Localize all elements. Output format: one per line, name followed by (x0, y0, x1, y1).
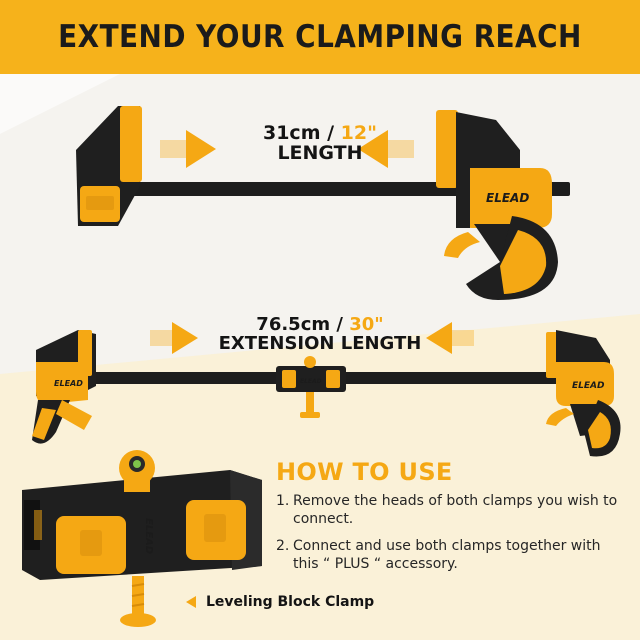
how-to-use-steps: 1. Remove the heads of both clamps you w… (276, 493, 626, 583)
clamp-12-right-jaw: ELEAD (436, 110, 558, 300)
clamp-30-metric: 76.5cm / (256, 314, 350, 335)
clamp-12in-illustration: ELEAD (76, 106, 570, 300)
arrow-right-icon (160, 130, 216, 168)
clamp-30-measure-label: 76.5cm / 30" EXTENSION LENGTH (200, 314, 440, 354)
clamp-30-brand-mid: ELEAD (300, 378, 322, 385)
clamp-12-brand: ELEAD (486, 191, 529, 205)
list-item: 2. Connect and use both clamps together … (276, 538, 626, 573)
step-number: 2. (276, 538, 290, 554)
list-item: 1. Remove the heads of both clamps you w… (276, 493, 626, 528)
pointer-triangle-icon (186, 596, 196, 608)
clamp-30-inches: 30" (349, 314, 384, 335)
clamp-12-measure-label: 31cm / 12" LENGTH (220, 122, 420, 164)
clamp-12-metric: 31cm / (262, 122, 341, 144)
step-number: 1. (276, 493, 290, 509)
clamp-30in-illustration: ELEAD ELEAD ELEAD (32, 322, 621, 457)
accessory-caption-text: Leveling Block Clamp (206, 594, 375, 610)
arrow-left-icon (358, 130, 414, 168)
header-banner: EXTEND YOUR CLAMPING REACH (0, 0, 640, 74)
clamp-30-brand-left: ELEAD (54, 379, 83, 388)
how-to-use-title: HOW TO USE (276, 458, 453, 486)
clamp-30-right-head: ELEAD (546, 330, 621, 457)
clamp-12-left-jaw (76, 106, 142, 226)
step-text: Remove the heads of both clamps you wish… (293, 493, 618, 527)
leveling-block-illustration: ELEAD (22, 450, 262, 627)
accessory-brand: ELEAD (143, 518, 154, 554)
bubble-level-icon (133, 460, 141, 468)
page-title: EXTEND YOUR CLAMPING REACH (58, 19, 582, 55)
arrow-right-icon (150, 322, 198, 354)
clamp-30-left-head: ELEAD (32, 330, 96, 444)
clamp-12-inches: 12" (340, 122, 377, 144)
clamp-30-brand-right: ELEAD (572, 381, 605, 391)
clamp-30-connector: ELEAD (276, 356, 346, 418)
arrow-left-icon (426, 322, 474, 354)
clamp-30-caption: EXTENSION LENGTH (218, 332, 422, 354)
leveling-block: ELEAD (22, 450, 262, 627)
accessory-caption: Leveling Block Clamp (186, 594, 374, 610)
step-text: Connect and use both clamps together wit… (293, 538, 601, 572)
clamp-12-caption: LENGTH (277, 141, 363, 164)
